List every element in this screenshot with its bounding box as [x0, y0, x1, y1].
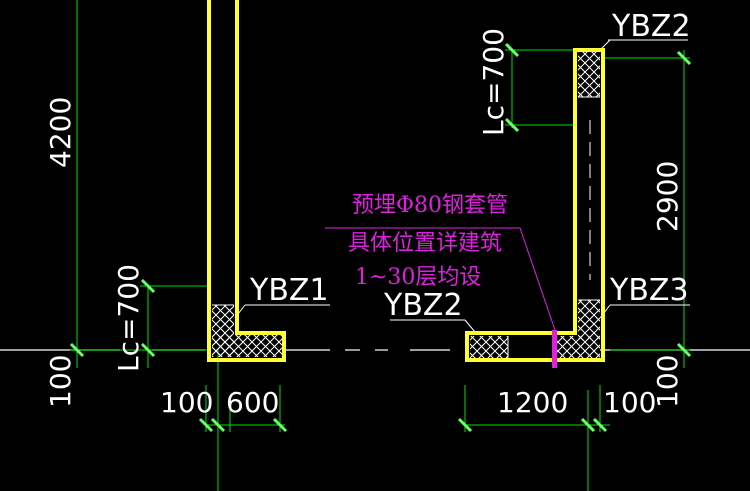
dim-bottom-right-100: 100 [603, 386, 656, 419]
ybz3-hatch-horizontal [555, 336, 600, 358]
dim-4200: 4200 [44, 97, 77, 168]
ybz2-top-label: YBZ2 [611, 9, 691, 44]
dim-left-100: 100 [44, 355, 77, 408]
dim-right-lc: Lc=700 [477, 28, 510, 136]
steel-sleeve-marker [552, 330, 557, 368]
ybz3-label: YBZ3 [609, 273, 689, 308]
dimension-ticks [69, 42, 692, 433]
dim-bottom-600: 600 [226, 386, 279, 419]
dim-bottom-100: 100 [160, 386, 213, 419]
ybz2-bottom-hatch [470, 336, 508, 358]
dim-left-lc: Lc=700 [112, 264, 145, 372]
right-wall [465, 48, 605, 362]
ybz1-hatch-horizontal [212, 335, 282, 357]
ybz2-mid-label: YBZ2 [383, 288, 463, 323]
dimension-lines [70, 0, 690, 491]
left-wall [207, 0, 286, 362]
ybz1-label: YBZ1 [249, 273, 329, 308]
annotation-line1: 预埋Φ80钢套管 [352, 193, 508, 218]
left-wall-outline [207, 0, 286, 362]
ybz2-top-hatch [578, 52, 600, 97]
annotation-line3: 1~30层均设 [355, 265, 481, 290]
annotation-line2: 具体位置详建筑 [348, 231, 502, 256]
sleeve-annotation [325, 227, 557, 368]
dim-2900: 2900 [651, 161, 684, 232]
dim-bottom-1200: 1200 [497, 386, 568, 419]
dim-right-100: 100 [651, 355, 684, 408]
ybz3-hatch-vertical [578, 300, 600, 340]
right-wall-outline [465, 48, 605, 362]
